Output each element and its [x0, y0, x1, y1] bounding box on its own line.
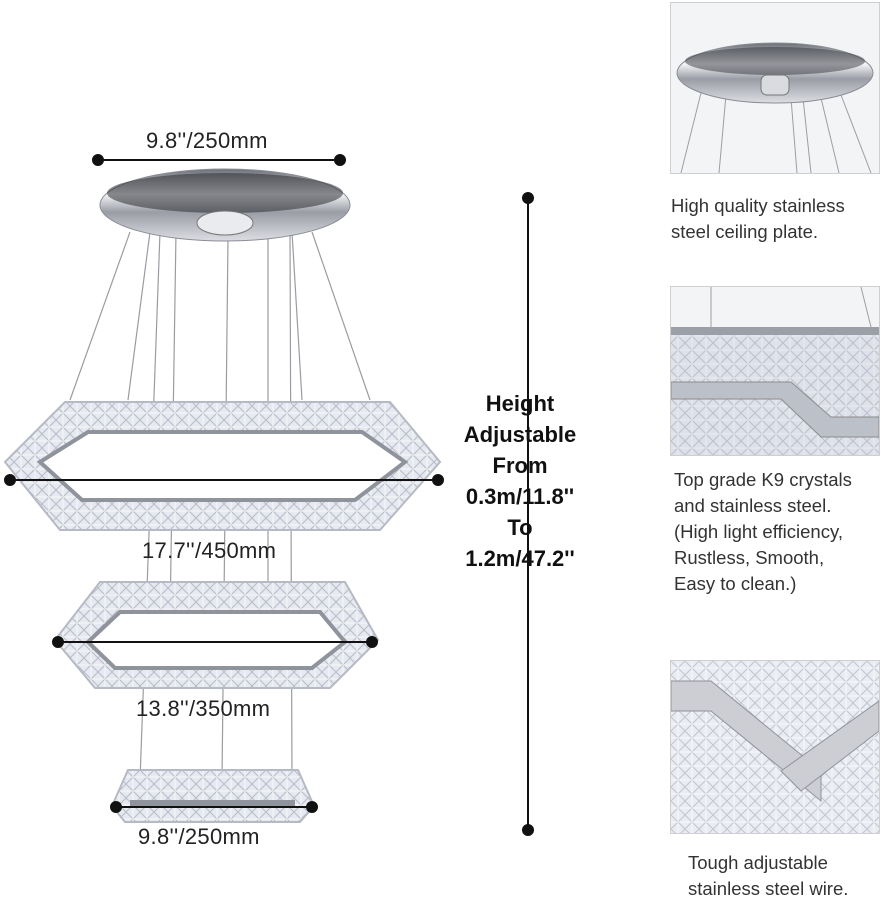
dimension-lines [4, 154, 534, 836]
ceiling-plate [99, 168, 351, 242]
height-line-6: 1.2m/47.2'' [465, 546, 575, 571]
steel-wire-photo [670, 660, 880, 834]
plate-diameter-label: 9.8''/250mm [146, 128, 268, 153]
height-adjustable-note: Height Adjustable From 0.3m/11.8'' To 1.… [446, 388, 594, 574]
crystal-closeup-photo [670, 286, 880, 456]
caption-line: and stainless steel. [674, 495, 832, 516]
crystal-tier-3 [110, 769, 316, 823]
tier3-diameter-label: 9.8''/250mm [138, 824, 260, 849]
caption-line: stainless steel wire. [688, 878, 849, 899]
feature-caption-plate: High quality stainless steel ceiling pla… [671, 193, 845, 245]
height-line-5: To [507, 515, 533, 540]
ceiling-plate-photo [670, 2, 880, 174]
caption-line: High quality stainless [671, 195, 845, 216]
height-line-4: 0.3m/11.8'' [465, 484, 575, 509]
tier1-diameter-label: 17.7''/450mm [142, 538, 277, 563]
caption-line: Easy to clean.) [674, 573, 797, 594]
chandelier-illustration [3, 154, 534, 836]
height-line-3: From [492, 453, 548, 478]
caption-line: steel ceiling plate. [671, 221, 819, 242]
caption-line: Top grade K9 crystals [674, 469, 852, 490]
caption-line: (High light efficiency, [674, 521, 843, 542]
feature-caption-crystals: Top grade K9 crystals and stainless stee… [674, 467, 852, 597]
caption-line: Tough adjustable [688, 852, 828, 873]
crystal-tier-2 [53, 581, 380, 689]
feature-caption-wire: Tough adjustable stainless steel wire. [688, 850, 848, 902]
chandelier-svg [3, 154, 534, 836]
height-line-2: Adjustable [463, 422, 577, 447]
tier2-diameter-label: 13.8''/350mm [136, 696, 271, 721]
height-line-1: Height [485, 391, 555, 416]
crystal-tier-1 [3, 401, 442, 531]
caption-line: Rustless, Smooth, [674, 547, 825, 568]
